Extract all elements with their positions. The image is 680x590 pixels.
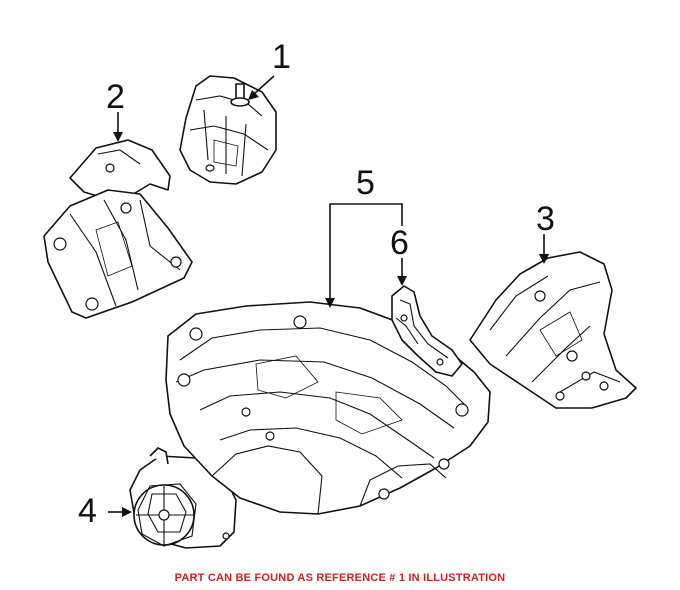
callout-4: 4 (78, 492, 97, 530)
reference-note: PART CAN BE FOUND AS REFERENCE # 1 IN IL… (174, 572, 506, 584)
engine-mount-part-1[interactable] (179, 75, 277, 185)
callout-6: 6 (390, 224, 409, 262)
mount-bracket-part-2[interactable] (43, 139, 193, 319)
callout-5: 5 (356, 164, 375, 202)
callout-3: 3 (536, 200, 555, 238)
callout-1: 1 (272, 38, 291, 76)
small-bracket-part-6[interactable] (391, 285, 463, 377)
callout-2: 2 (106, 78, 125, 116)
rear-mount-part-4[interactable] (129, 447, 237, 549)
leader-lines (108, 75, 549, 517)
subframe-part-5[interactable] (165, 301, 491, 515)
side-bracket-part-3[interactable] (469, 251, 637, 409)
